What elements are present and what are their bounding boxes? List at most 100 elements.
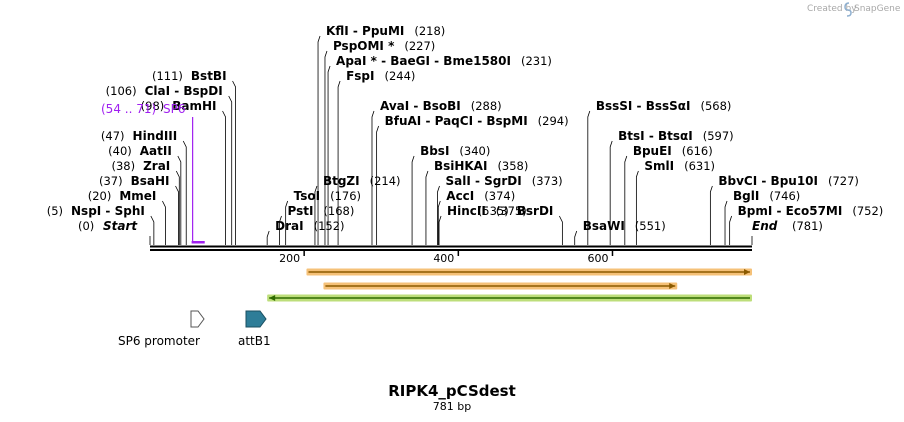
leader-bsssi	[587, 110, 591, 245]
leader-hincii	[438, 215, 442, 245]
site-position-pspomi: (227)	[404, 39, 435, 53]
site-position-apai: (231)	[521, 54, 552, 68]
leader-bsawi	[574, 230, 578, 245]
site-name-bsihkai: BsiHKAI	[434, 159, 488, 173]
snapgene-logo-icon	[844, 2, 852, 17]
site-position-kfli: (218)	[414, 24, 445, 38]
site-name-btgzi: BtgZI	[323, 174, 360, 188]
leader-fspi	[337, 80, 341, 245]
map-title: RIPK4_pCSdest	[388, 382, 516, 400]
primer-sp6-label: (54 .. 71) SP6	[101, 102, 186, 116]
site-position-zrai: (38)	[111, 159, 135, 173]
site-position-bstbi: (111)	[152, 69, 183, 83]
site-name-psti: PstI	[287, 204, 313, 218]
site-name-pspomi: PspOMI *	[333, 39, 395, 53]
site-name-smli: SmlI	[644, 159, 674, 173]
site-name-kfli: KflI - PpuMI	[326, 24, 404, 38]
site-name-clai: ClaI - BspDI	[145, 84, 223, 98]
site-position-bsawi: (551)	[635, 219, 666, 233]
leader-mmei	[162, 200, 166, 245]
leader-bstbi	[232, 80, 236, 245]
site-position-drai: (152)	[314, 219, 345, 233]
site-position-end: (781)	[792, 219, 823, 233]
site-name-btsi: BtsI - BtsαI	[618, 129, 693, 143]
site-position-bsrdi: (535)	[478, 204, 509, 218]
leader-btsi	[609, 140, 613, 245]
site-name-bsssi: BssSI - BssSαI	[596, 99, 691, 113]
site-position-bfuai: (294)	[538, 114, 569, 128]
site-name-bpmi: BpmI - Eco57MI	[738, 204, 843, 218]
site-position-bbsi: (340)	[459, 144, 490, 158]
site-name-bstbi: BstBI	[191, 69, 227, 83]
site-position-clai: (106)	[106, 84, 137, 98]
site-position-bbvci: (727)	[828, 174, 859, 188]
site-name-bamhi: BamHI	[172, 99, 216, 113]
site-position-aatii: (40)	[108, 144, 132, 158]
primer-name: SP6	[163, 102, 186, 116]
site-name-zrai: ZraI	[143, 159, 170, 173]
orf-arrowhead-orf2	[669, 283, 676, 289]
site-name-aatii: AatII	[140, 144, 172, 158]
site-position-start: (0)	[78, 219, 94, 233]
backbone-bottom-strand	[150, 249, 752, 251]
leader-nspi	[150, 215, 155, 245]
site-position-btgzi: (214)	[370, 174, 401, 188]
site-name-start: Start	[103, 219, 138, 233]
leader-zrai	[175, 170, 180, 245]
credit-brand: SnapGene	[854, 4, 901, 14]
site-name-acci: AccI	[446, 189, 474, 203]
site-name-drai: DraI	[275, 219, 303, 233]
leader-bamhi	[222, 110, 226, 245]
site-position-smli: (631)	[684, 159, 715, 173]
feature-label-sp6-promoter: SP6 promoter	[118, 334, 200, 348]
site-name-sali: SalI - SgrDI	[446, 174, 522, 188]
leader-apai	[327, 65, 331, 245]
site-name-mmei: MmeI	[119, 189, 156, 203]
leader-bsrdi	[559, 215, 563, 245]
backbone-top-strand	[150, 245, 752, 248]
site-name-apai: ApaI * - BaeGI - Bme1580I	[336, 54, 511, 68]
leader-bpuei	[624, 155, 628, 245]
orf-arrowhead-orf3	[269, 295, 276, 301]
sequence-backbone	[150, 245, 752, 251]
feature-arrow-attb1	[245, 310, 267, 328]
site-name-avai: AvaI - BsoBI	[380, 99, 461, 113]
site-name-hincii: HincII	[447, 204, 486, 218]
site-position-sali: (373)	[532, 174, 563, 188]
site-name-bgli: BglI	[733, 189, 759, 203]
primer-range: (54 .. 71)	[101, 102, 156, 116]
leader-bgli	[724, 200, 728, 245]
leader-pspomi	[324, 50, 328, 245]
credit-text: Created by	[807, 4, 857, 14]
leader-bpmi	[729, 215, 733, 245]
site-position-bsssi: (568)	[700, 99, 731, 113]
site-position-bsihkai: (358)	[497, 159, 528, 173]
site-position-bgli: (746)	[769, 189, 800, 203]
leader-bbsi	[411, 155, 415, 245]
leader-aatii	[177, 155, 182, 245]
site-leader-lines	[149, 35, 753, 245]
leader-acci	[437, 200, 441, 245]
site-name-bbvci: BbvCI - Bpu10I	[718, 174, 818, 188]
tick-label-200: 200	[279, 252, 300, 265]
site-position-acci: (374)	[484, 189, 515, 203]
leader-bsihkai	[425, 170, 429, 245]
site-position-hincii: (375)	[496, 204, 527, 218]
site-labels: (0)Start(5)NspI - SphI(20)MmeI(37)BsaHI(…	[47, 24, 884, 233]
site-position-psti: (168)	[323, 204, 354, 218]
site-position-bpuei: (616)	[682, 144, 713, 158]
leader-hindiii	[182, 140, 187, 245]
site-position-bamhi: (98)	[141, 99, 165, 113]
site-name-hindiii: HindIII	[133, 129, 178, 143]
site-name-bpuei: BpuEI	[633, 144, 672, 158]
site-name-tsoi: TsoI	[294, 189, 320, 203]
orf-arrows	[267, 268, 752, 302]
orf-arrowhead-orf1	[744, 269, 750, 275]
site-position-btsi: (597)	[703, 129, 734, 143]
leader-drai	[266, 230, 270, 245]
site-position-bpmi: (752)	[852, 204, 883, 218]
map-subtitle: 781 bp	[433, 400, 471, 413]
credit: Created by SnapGene	[807, 2, 901, 17]
site-name-bsahi: BsaHI	[131, 174, 170, 188]
